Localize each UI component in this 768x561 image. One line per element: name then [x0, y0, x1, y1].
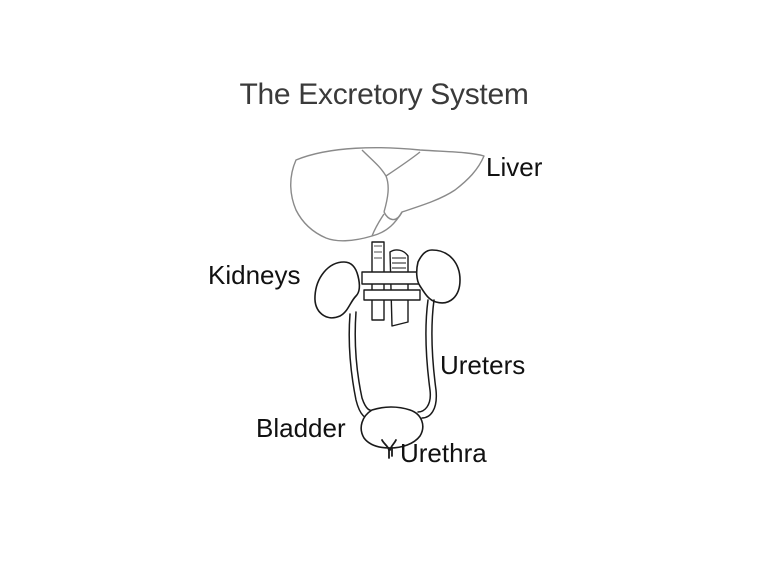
right-kidney	[415, 249, 461, 304]
label-ureters: Ureters	[440, 350, 526, 380]
label-urethra: Urethra	[400, 438, 487, 468]
label-liver: Liver	[486, 152, 543, 182]
left-kidney	[314, 261, 361, 319]
kidneys	[314, 249, 461, 319]
diagram-title: The Excretory System	[239, 78, 529, 111]
liver	[290, 147, 485, 242]
urethra	[381, 439, 397, 459]
vessels	[361, 241, 421, 327]
label-bladder: Bladder	[256, 413, 346, 443]
bladder	[360, 406, 424, 449]
label-kidneys: Kidneys	[208, 260, 301, 290]
